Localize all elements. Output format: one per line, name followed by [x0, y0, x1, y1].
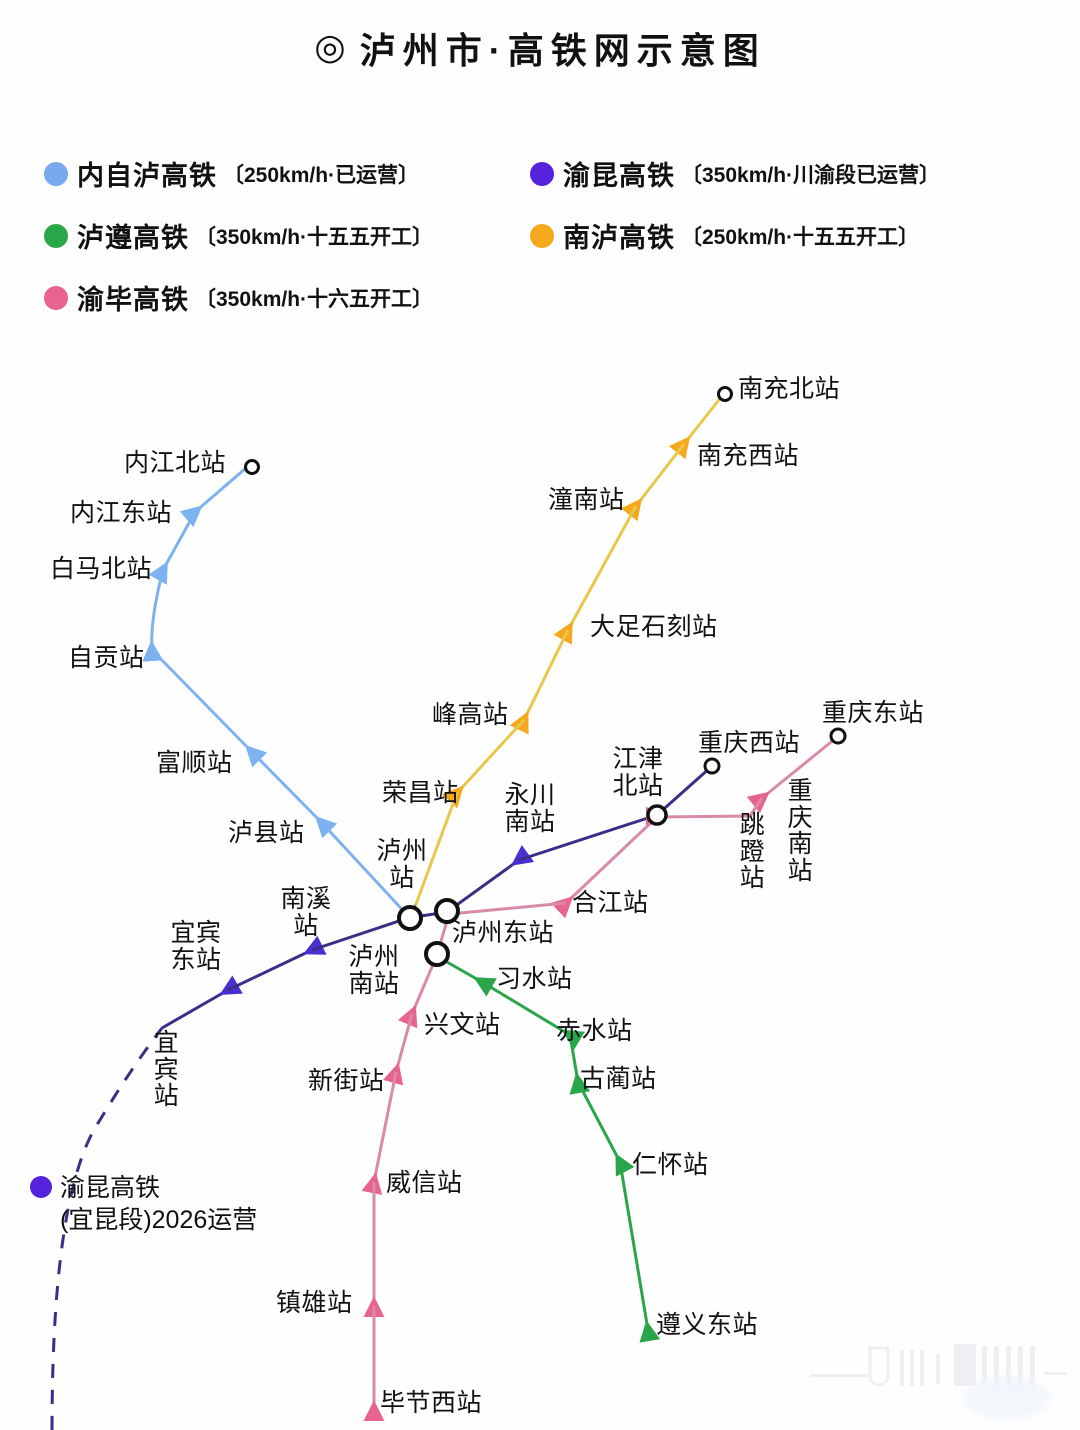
- station-label-tongnan[interactable]: 潼南站: [548, 486, 625, 514]
- page-title: ◎ 泸州市·高铁网示意图: [0, 22, 1080, 74]
- station-label-nanxi[interactable]: 南溪站: [280, 885, 332, 940]
- legend-line-spec: 〔250km/h·十五五开工〕: [681, 225, 920, 249]
- rail-network-map: [50, 386, 847, 1430]
- station-label-jiangjinbei[interactable]: 江津北站: [612, 745, 664, 800]
- annotation-dot-icon: [30, 1176, 52, 1198]
- station-label-yongchuannan[interactable]: 永川南站: [504, 781, 556, 836]
- station-label-tiaodeng[interactable]: 跳蹬站: [739, 811, 766, 892]
- station-label-zunyidong[interactable]: 遵义东站: [656, 1311, 759, 1339]
- station-label-luzhounan[interactable]: 泸州南站: [348, 943, 400, 998]
- station-label-hejiang[interactable]: 合江站: [572, 889, 649, 917]
- legend-item-nanlu[interactable]: 南泸高铁 〔250km/h·十五五开工〕: [530, 216, 919, 255]
- legend-line-name: 泸遵高铁: [77, 223, 189, 253]
- station-label-baimabei[interactable]: 白马北站: [50, 555, 153, 583]
- legend-line-spec: 〔350km/h·十六五开工〕: [195, 287, 434, 311]
- station-label-fenggao[interactable]: 峰高站: [432, 701, 509, 729]
- station-label-chongqingdong[interactable]: 重庆东站: [822, 699, 925, 727]
- station-label-fushun[interactable]: 富顺站: [156, 749, 233, 777]
- legend-line-spec: 〔250km/h·已运营〕: [223, 163, 420, 187]
- line-nanlu: [410, 395, 724, 916]
- annotation-line1: 渝昆高铁: [60, 1174, 161, 1202]
- station-node-chongqingxi[interactable]: [703, 757, 721, 775]
- title-circle-icon: ◎: [314, 27, 346, 68]
- station-label-yibindong[interactable]: 宜宾东站: [170, 919, 222, 974]
- station-label-rongchang[interactable]: 荣昌站: [382, 779, 459, 807]
- station-label-gulin[interactable]: 古蔺站: [580, 1065, 657, 1093]
- title-text: 泸州市·高铁网示意图: [359, 30, 766, 71]
- legend-line-name: 渝毕高铁: [77, 285, 189, 315]
- station-label-chishui[interactable]: 赤水站: [556, 1017, 633, 1045]
- legend-item-luzun[interactable]: 泸遵高铁 〔350km/h·十五五开工〕: [44, 216, 433, 255]
- station-node-luzhoudong[interactable]: [434, 898, 460, 924]
- legend-line-spec: 〔350km/h·川渝段已运营〕: [681, 163, 941, 187]
- station-node-jiangjinbei[interactable]: [646, 804, 668, 826]
- station-label-luzhoudong[interactable]: 泸州东站: [452, 919, 555, 947]
- legend-color-dot: [44, 285, 68, 310]
- legend-item-yubi[interactable]: 渝毕高铁 〔350km/h·十六五开工〕: [44, 278, 433, 317]
- legend-line-name: 南泸高铁: [563, 223, 675, 253]
- station-label-xishui[interactable]: 习水站: [496, 965, 573, 993]
- station-label-nanchongbei[interactable]: 南充北站: [738, 375, 841, 403]
- station-node-luzhounan[interactable]: [424, 941, 450, 967]
- legend: 内自泸高铁 〔250km/h·已运营〕 泸遵高铁 〔350km/h·十五五开工〕…: [0, 140, 1080, 330]
- legend-item-yukun[interactable]: 渝昆高铁 〔350km/h·川渝段已运营〕: [530, 154, 940, 193]
- station-label-zhenxiong[interactable]: 镇雄站: [276, 1289, 353, 1317]
- station-label-chongqingxi[interactable]: 重庆西站: [698, 729, 801, 757]
- line-neizilu: [142, 466, 412, 920]
- legend-item-neizilu[interactable]: 内自泸高铁 〔250km/h·已运营〕: [44, 154, 419, 193]
- legend-line-name: 渝昆高铁: [563, 161, 675, 191]
- legend-color-dot: [44, 161, 68, 186]
- station-label-dazushike[interactable]: 大足石刻站: [590, 613, 718, 641]
- station-label-luzhou[interactable]: 泸州站: [376, 837, 428, 892]
- station-node-luzhou[interactable]: [397, 905, 423, 931]
- station-label-xingwen[interactable]: 兴文站: [424, 1011, 501, 1039]
- station-label-zigong[interactable]: 自贡站: [68, 644, 145, 672]
- station-label-nanchongxi[interactable]: 南充西站: [697, 442, 800, 470]
- station-label-neijiangdong[interactable]: 内江东站: [70, 499, 173, 527]
- station-label-bijiexi[interactable]: 毕节西站: [380, 1389, 483, 1417]
- station-nodes: [244, 386, 847, 967]
- legend-line-name: 内自泸高铁: [77, 161, 217, 191]
- station-label-neijiangbei[interactable]: 内江北站: [124, 449, 227, 477]
- legend-color-dot: [44, 223, 68, 248]
- annotation-text: 渝昆高铁 (宜昆段)2026运营: [60, 1172, 257, 1236]
- station-label-renhuai[interactable]: 仁怀站: [632, 1151, 709, 1179]
- station-label-luxian[interactable]: 泸县站: [228, 819, 305, 847]
- legend-line-spec: 〔350km/h·十五五开工〕: [195, 225, 434, 249]
- station-label-yibin[interactable]: 宜宾站: [153, 1029, 180, 1110]
- station-label-xinjie[interactable]: 新街站: [308, 1067, 385, 1095]
- legend-color-dot: [530, 161, 554, 186]
- station-label-chongqingnan[interactable]: 重庆南站: [787, 777, 814, 885]
- station-node-neijiangbei[interactable]: [244, 459, 260, 475]
- yukun-annotation: 渝昆高铁 (宜昆段)2026运营: [30, 1172, 257, 1236]
- station-label-weixin[interactable]: 威信站: [386, 1169, 463, 1197]
- legend-color-dot: [530, 223, 554, 248]
- station-node-chongqingdong[interactable]: [829, 727, 847, 745]
- station-node-nanchongbei[interactable]: [717, 386, 733, 402]
- line-yubi: [361, 736, 837, 1422]
- annotation-line2: (宜昆段)2026运营: [60, 1206, 258, 1234]
